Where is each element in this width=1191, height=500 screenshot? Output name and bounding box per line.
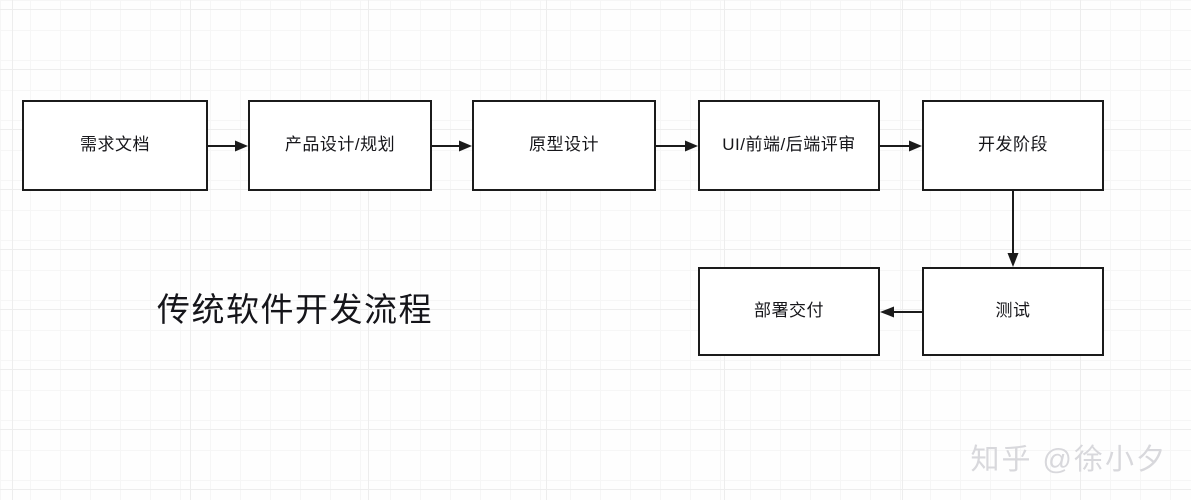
diagram-title: 传统软件开发流程 bbox=[157, 291, 433, 328]
arrow-requirements-doc-to-product-design bbox=[208, 136, 250, 156]
arrow-prototype-design-to-ui-fe-be-review bbox=[656, 136, 700, 156]
flow-node-label: 开发阶段 bbox=[978, 135, 1048, 155]
flow-node-prototype-design[interactable]: 原型设计 bbox=[472, 100, 656, 191]
flow-node-label: 产品设计/规划 bbox=[284, 135, 396, 155]
flow-node-label: 需求文档 bbox=[80, 135, 150, 155]
flow-node-label: 测试 bbox=[995, 301, 1031, 321]
flow-node-requirements-doc[interactable]: 需求文档 bbox=[22, 100, 208, 191]
flow-node-label: 原型设计 bbox=[529, 135, 599, 155]
arrow-development-phase-to-testing bbox=[1003, 191, 1023, 269]
flow-node-product-design[interactable]: 产品设计/规划 bbox=[248, 100, 432, 191]
flow-node-label: 部署交付 bbox=[754, 301, 824, 321]
flow-node-development-phase[interactable]: 开发阶段 bbox=[922, 100, 1104, 191]
arrow-product-design-to-prototype-design bbox=[432, 136, 474, 156]
arrow-testing-to-deploy-delivery bbox=[878, 302, 924, 322]
arrow-ui-fe-be-review-to-development-phase bbox=[880, 136, 924, 156]
flow-node-ui-fe-be-review[interactable]: UI/前端/后端评审 bbox=[698, 100, 880, 191]
flow-node-testing[interactable]: 测试 bbox=[922, 267, 1104, 356]
flow-node-deploy-delivery[interactable]: 部署交付 bbox=[698, 267, 880, 356]
flow-node-label: UI/前端/后端评审 bbox=[722, 135, 856, 155]
zhihu-watermark: 知乎 @徐小夕 bbox=[970, 444, 1167, 476]
